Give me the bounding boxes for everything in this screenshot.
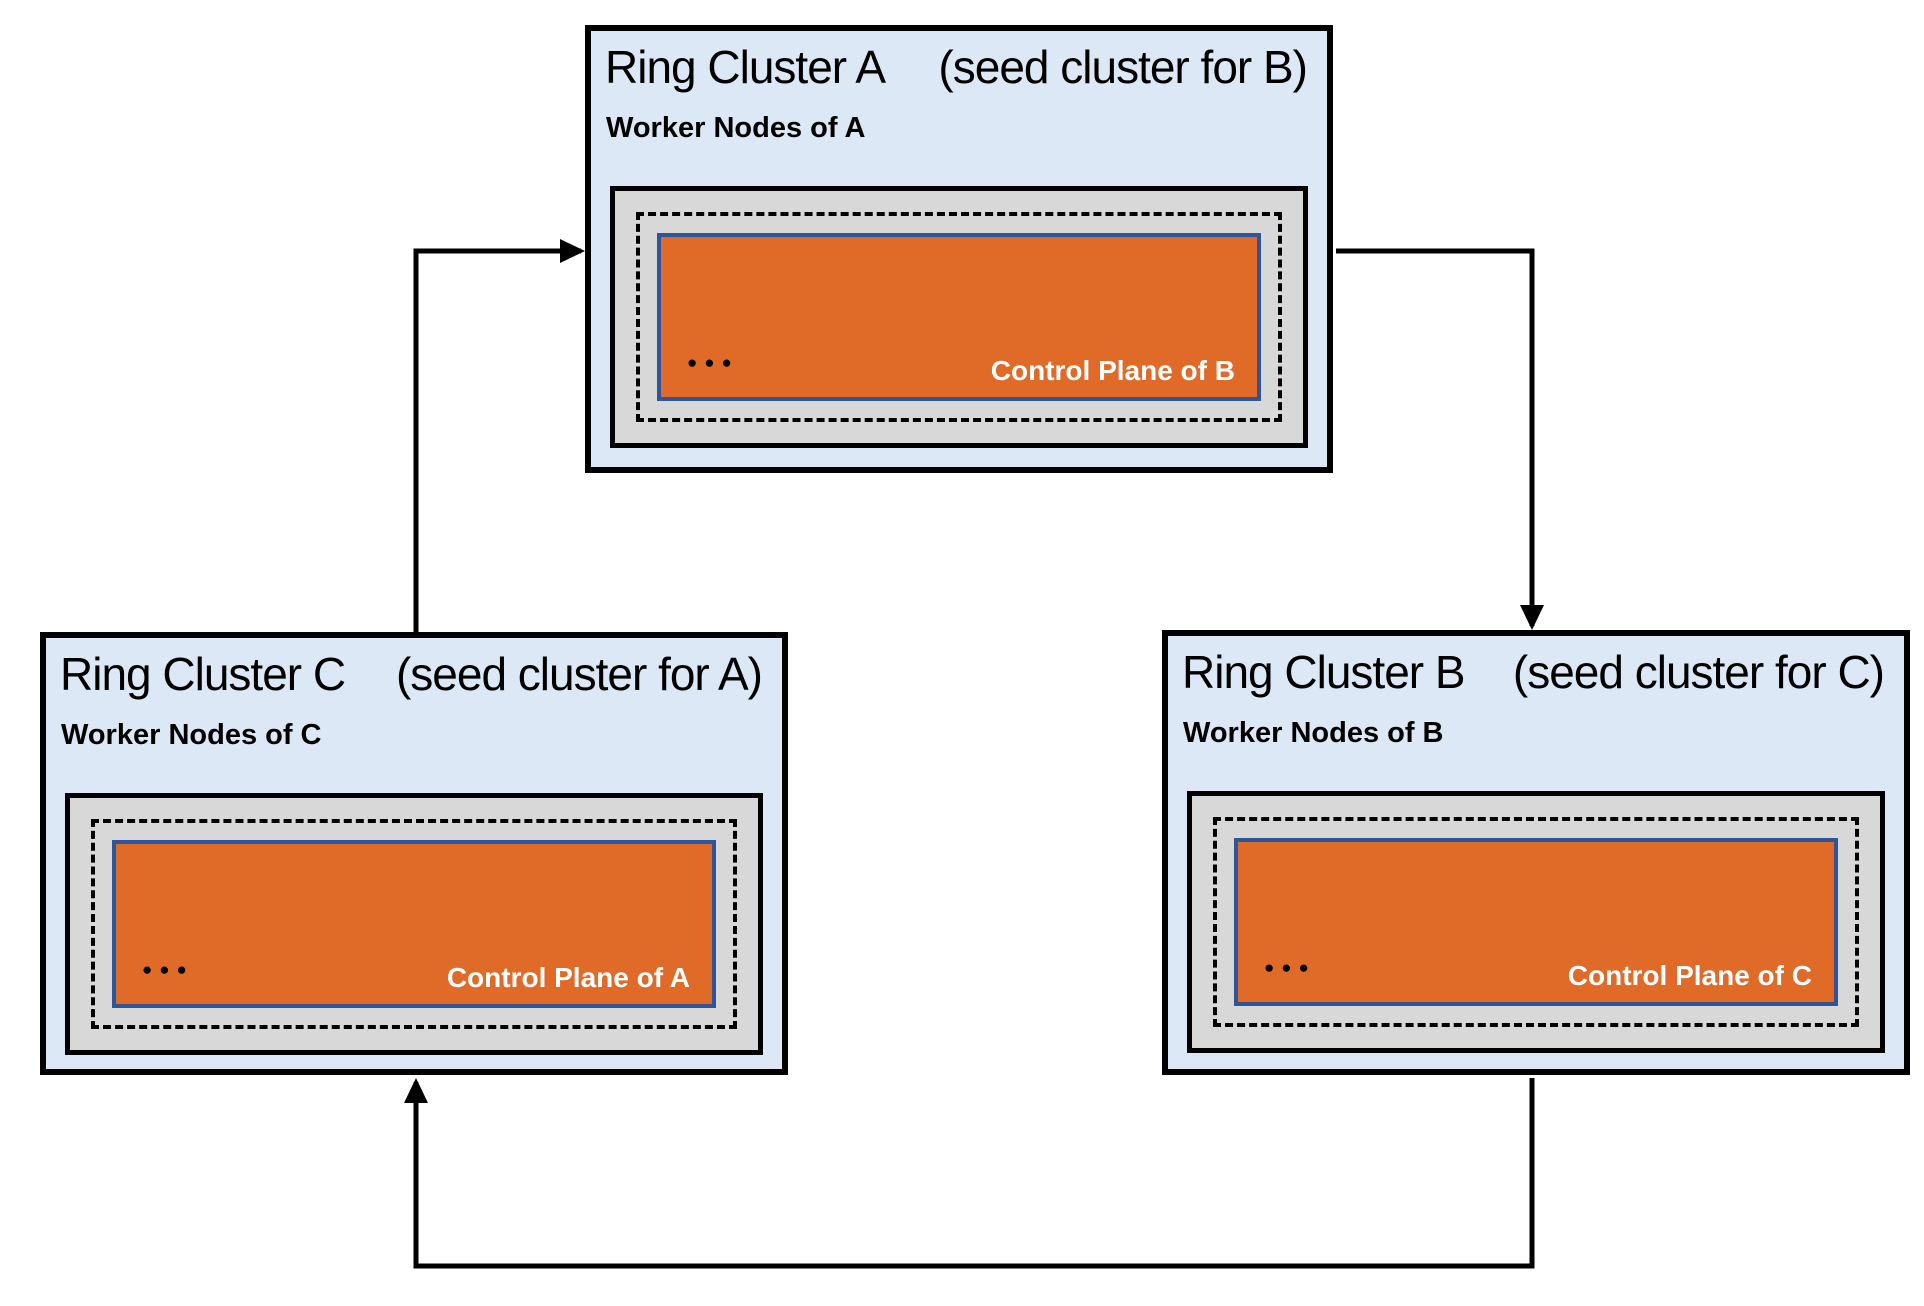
cluster-c-title: Ring Cluster C [60, 648, 346, 700]
cluster-c-worker-label: Worker Nodes of C [61, 718, 322, 751]
arrow-a-to-b-icon [1336, 248, 1544, 630]
cluster-b-dashed-boundary: ●●● Control Plane of C [1213, 817, 1859, 1027]
cluster-a-hosted-control-plane: ●●● Control Plane of B [657, 233, 1261, 401]
cluster-a-dashed-boundary: ●●● Control Plane of B [636, 212, 1282, 422]
cluster-b-control-plane-label: Control Plane of C [1567, 960, 1812, 991]
cluster-b-title-row: Ring Cluster B (seed cluster for C) [1168, 636, 1904, 699]
cluster-a: Ring Cluster A (seed cluster for B) Work… [585, 25, 1333, 473]
cluster-c-hosted-control-plane: ●●● Control Plane of A [112, 840, 716, 1008]
ellipsis-dots-icon: ●●● [687, 353, 739, 372]
cluster-a-title-row: Ring Cluster A (seed cluster for B) [591, 31, 1327, 94]
ellipsis-dots-icon: ●●● [1264, 958, 1316, 977]
cluster-a-subtitle: (seed cluster for B) [938, 41, 1308, 93]
cluster-a-worker-label: Worker Nodes of A [606, 111, 866, 144]
cluster-a-worker-box: ●●● Control Plane of B [610, 186, 1308, 448]
ellipsis-dots-icon: ●●● [142, 960, 194, 979]
cluster-b-subtitle: (seed cluster for C) [1512, 646, 1885, 698]
cluster-b-worker-label: Worker Nodes of B [1183, 716, 1444, 749]
arrow-c-to-a-icon [413, 239, 585, 632]
arrow-b-to-c-icon [404, 1078, 1535, 1269]
cluster-b: Ring Cluster B (seed cluster for C) Work… [1162, 630, 1910, 1075]
cluster-c-subtitle: (seed cluster for A) [395, 648, 763, 700]
cluster-c-dashed-boundary: ●●● Control Plane of A [91, 819, 737, 1029]
cluster-c: Ring Cluster C (seed cluster for A) Work… [40, 632, 788, 1075]
cluster-c-control-plane-label: Control Plane of A [446, 962, 690, 993]
cluster-b-hosted-control-plane: ●●● Control Plane of C [1234, 838, 1838, 1006]
cluster-a-title: Ring Cluster A [605, 41, 886, 93]
cluster-b-worker-box: ●●● Control Plane of C [1187, 791, 1885, 1053]
cluster-a-control-plane-label: Control Plane of B [990, 355, 1235, 386]
cluster-b-title: Ring Cluster B [1182, 646, 1466, 698]
cluster-c-title-row: Ring Cluster C (seed cluster for A) [46, 638, 782, 701]
cluster-c-worker-box: ●●● Control Plane of A [65, 793, 763, 1055]
